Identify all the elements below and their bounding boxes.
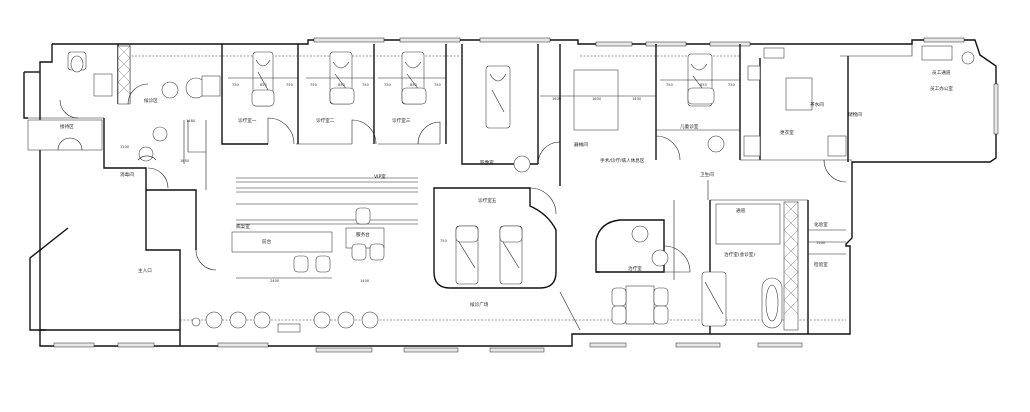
dim-label: 850 [260,83,268,87]
room-label-toilet: 卫生间 [700,171,714,178]
room-label-work-desk: 前台 [262,238,272,245]
room-labels: 候诊区 接待区 诊疗室一 诊疗室二 诊疗室三 儿童诊室 员工通道 员工办公室 储… [60,69,953,308]
room-label-xray: 影像室 [480,159,494,166]
dim-label: 750 [728,83,736,87]
door-swings [51,44,847,331]
room-label-fitting: 更衣室 [780,129,794,136]
furniture [27,45,975,329]
dim-label: 750 [286,83,294,87]
dim-label: 850 [410,83,418,87]
dimension-lines [183,77,846,279]
room-label-records: 病案室 [236,223,250,230]
room-label-pantry: 茶水间 [810,101,824,108]
room-label-reception: 接待区 [60,123,74,130]
room-label-consult-3: 诊疗室三 [392,117,411,124]
room-label-tools: 器械间 [574,141,588,148]
room-label-consult-2: 诊疗室二 [316,117,335,124]
room-label-corner: 通道 [736,207,746,214]
dim-label: 1400 [360,279,370,283]
dim-label: 1500 [816,241,826,245]
room-label-waiting: 候诊区 [144,97,158,104]
dim-label: 750 [310,83,318,87]
waiting-chairs [191,311,379,333]
room-label-consult-1: 诊疗室一 [238,117,257,124]
dim-label: 2400 [270,279,280,283]
room-label-storage: 储物间 [848,111,862,118]
room-label-patient-treatment: 治疗室(会诊室) [724,251,755,258]
dim-label: 750 [666,83,674,87]
dim-label: 1480 [186,119,196,123]
dental-chairs [251,51,727,327]
dim-label: 750 [440,239,448,243]
dim-label: 750 [362,83,370,87]
windows [53,37,999,353]
room-label-consult-5: 诊疗室五 [478,197,497,204]
room-label-corridor: 候诊广场 [470,301,489,308]
room-label-main-entrance: 主入口 [138,267,152,274]
structural-columns [117,45,847,331]
room-label-consult-6: 儿童诊室 [680,123,699,130]
room-label-vip: VIP室 [374,173,386,180]
room-label-treatment: 治疗室 [628,265,642,272]
dim-label: 850 [700,83,708,87]
dim-label: 1400 [632,97,642,101]
room-label-surgery: 手术/诊疗/病人休息区 [600,157,645,164]
dim-label: 1600 [592,97,602,101]
dim-label: 1650 [180,159,190,163]
dimension-labels: 750 850 750 750 850 750 750 850 750 1600… [120,83,826,283]
room-label-lab: 化验室 [814,221,828,228]
dim-label: 850 [338,83,346,87]
room-label-staff-entrance: 员工通道 [932,69,951,76]
dim-label: 1600 [552,97,562,101]
room-label-staff-office: 员工办公室 [930,85,953,92]
dim-label: 750 [232,83,240,87]
room-label-cleaning: 消毒间 [120,171,134,178]
room-label-service-desk: 服务台 [356,231,370,238]
room-label-lower-lab: 检验室 [814,261,828,268]
dim-label: 750 [384,83,392,87]
dim-label: 1200 [120,145,130,149]
dim-label: 750 [434,83,442,87]
